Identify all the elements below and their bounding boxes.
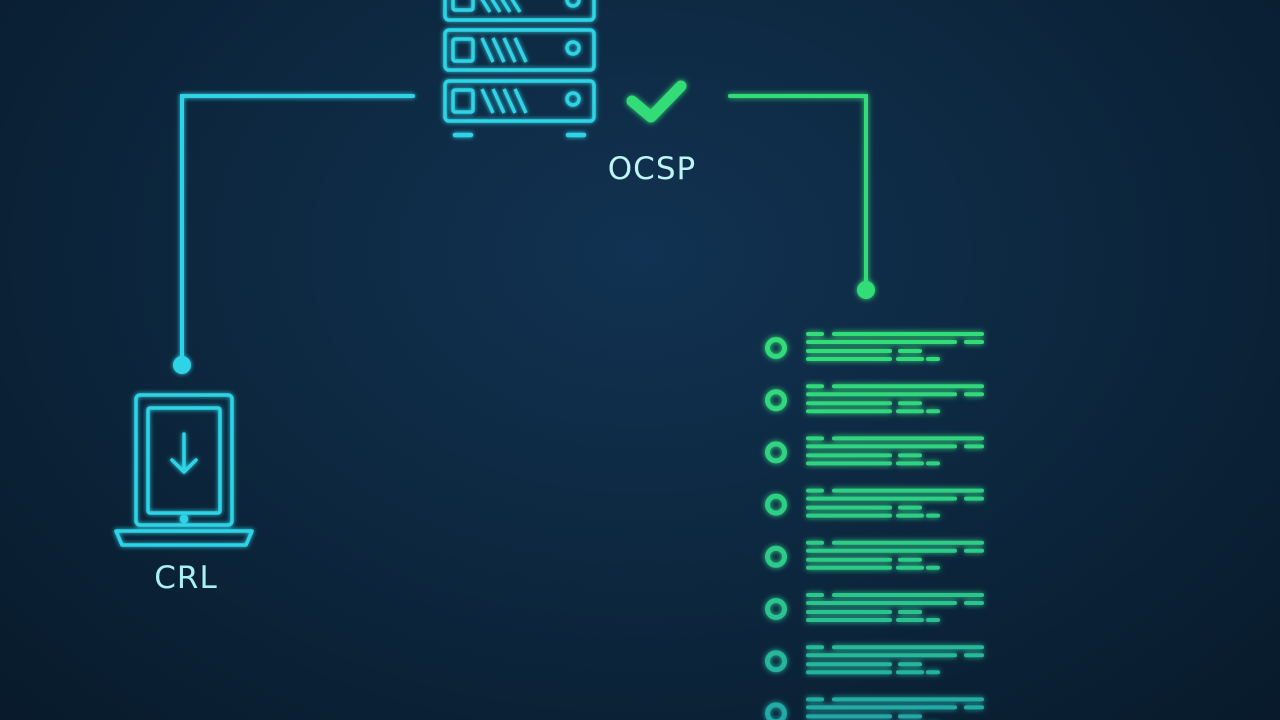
server-rack-icon — [443, 0, 596, 138]
ocsp-connector-endpoint — [857, 281, 875, 299]
log-list-item — [765, 645, 984, 675]
ocsp-connector-line — [728, 94, 868, 288]
laptop-download-icon — [114, 393, 254, 547]
crl-connector-endpoint — [173, 356, 191, 374]
log-list — [765, 332, 984, 720]
log-list-item-icon — [765, 545, 787, 568]
crl-label: CRL — [154, 560, 218, 596]
log-list-item-icon — [765, 389, 787, 412]
log-list-item — [765, 384, 984, 414]
ocsp-label: OCSP — [607, 151, 697, 187]
log-list-item-icon — [765, 441, 787, 464]
crl-connector-line — [180, 94, 415, 364]
log-list-item-icon — [765, 598, 787, 620]
log-list-item-icon — [765, 493, 787, 516]
log-list-item — [765, 697, 984, 720]
log-list-item — [765, 540, 984, 570]
log-list-item-icon — [765, 650, 787, 673]
log-list-item — [765, 332, 984, 361]
check-mark-icon — [626, 80, 687, 123]
log-list-item — [765, 488, 984, 518]
log-list-item — [765, 436, 984, 466]
log-list-item — [765, 593, 984, 622]
log-list-item-icon — [765, 702, 787, 720]
log-list-item-icon — [765, 337, 787, 359]
